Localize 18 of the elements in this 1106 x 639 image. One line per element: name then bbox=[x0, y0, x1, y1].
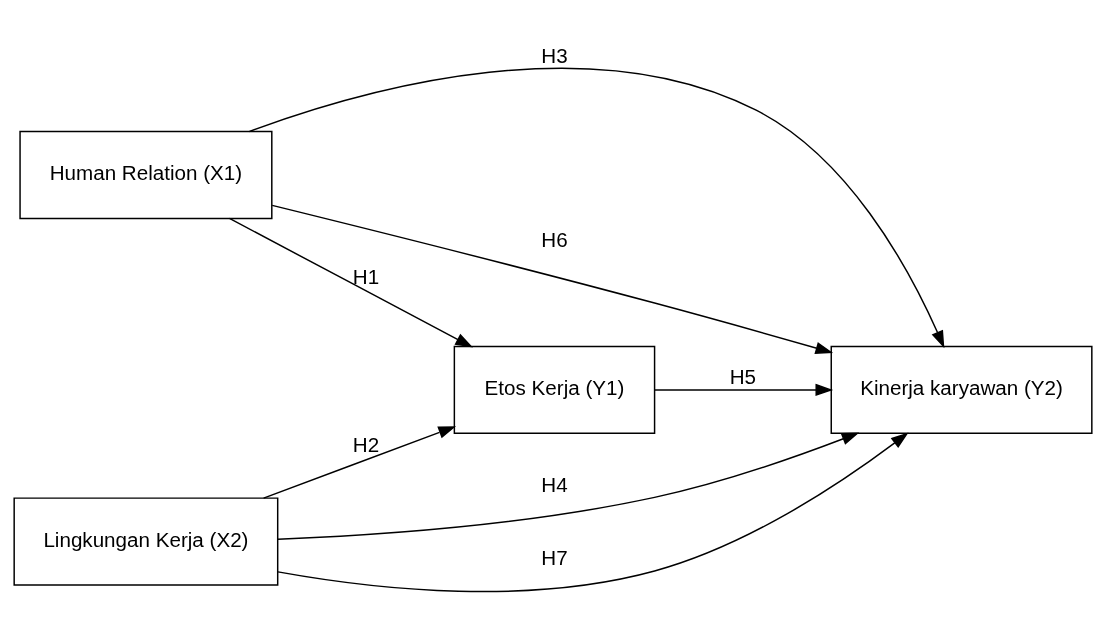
edge-label: H2 bbox=[352, 433, 380, 457]
arrow bbox=[228, 217, 473, 348]
node-box: Etos Kerja (Y1) bbox=[453, 345, 656, 435]
arrow bbox=[248, 67, 945, 349]
arrow bbox=[277, 432, 860, 540]
arrow bbox=[271, 204, 834, 354]
edge-label: H5 bbox=[729, 365, 757, 389]
node-box: Human Relation (X1) bbox=[19, 130, 273, 220]
arrow bbox=[277, 432, 909, 593]
edge-label: H7 bbox=[541, 546, 568, 570]
node-box: Lingkungan Kerja (X2) bbox=[13, 497, 279, 586]
edge-label: H4 bbox=[541, 472, 568, 496]
arrow bbox=[654, 383, 834, 397]
edge-label: H3 bbox=[541, 44, 568, 68]
edge-label: H1 bbox=[352, 265, 380, 289]
node-box: Kinerja karyawan (Y2) bbox=[830, 345, 1093, 435]
edge-label: H6 bbox=[541, 228, 568, 252]
arrow bbox=[262, 426, 456, 499]
